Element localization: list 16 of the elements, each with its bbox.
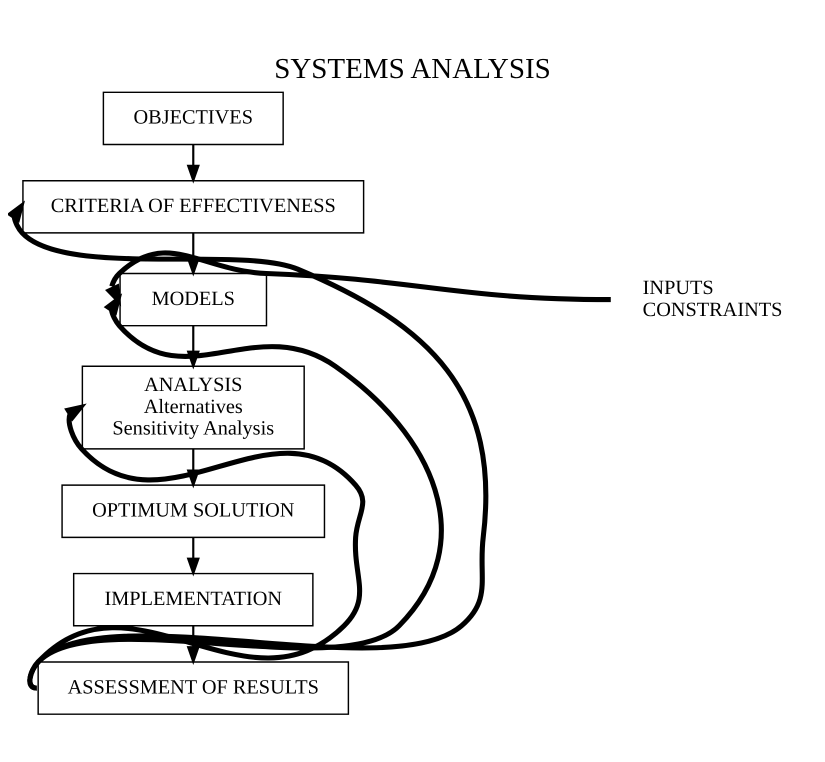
node-box: ANALYSIS Alternatives Sensitivity Analysis [82, 365, 305, 450]
arrow [105, 250, 611, 306]
arrow [186, 536, 200, 576]
node-box: OPTIMUM SOLUTION [61, 484, 326, 538]
node-box: CRITERIA OF EFFECTIVENESS [22, 180, 364, 234]
node-box: OBJECTIVES [102, 91, 284, 145]
node-box: MODELS [119, 272, 268, 326]
node-box: IMPLEMENTATION [72, 572, 314, 626]
arrow [28, 292, 444, 690]
node-box: ASSESSMENT OF RESULTS [37, 660, 350, 714]
diagram-title: SYSTEMS ANALYSIS [274, 52, 551, 84]
arrow [28, 403, 366, 690]
arrow [186, 144, 200, 184]
arrow [8, 200, 488, 690]
node-text: INPUTS CONSTRAINTS [642, 276, 782, 320]
arrow [186, 625, 200, 664]
